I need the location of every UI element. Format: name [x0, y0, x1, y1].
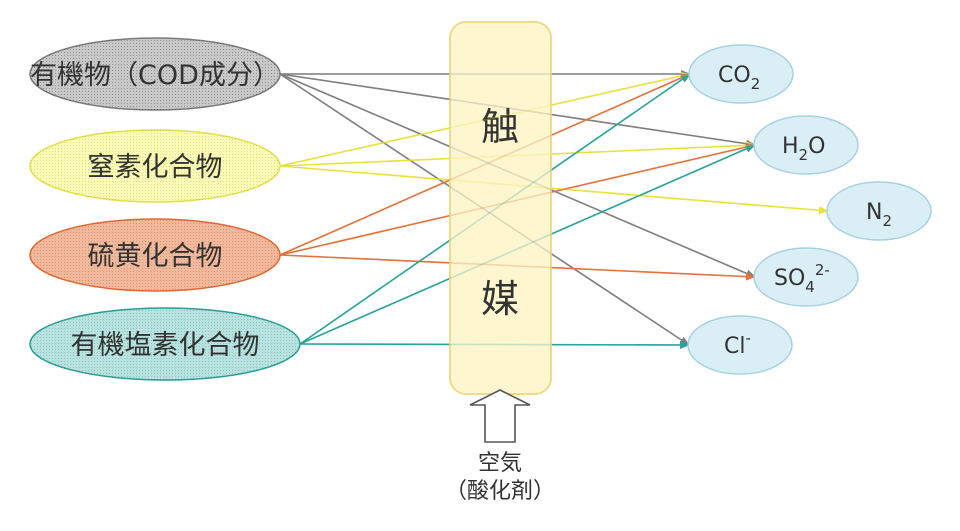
reactant-chlorine-label: 有機塩素化合物 — [71, 330, 260, 361]
air-arrow-icon — [469, 389, 531, 443]
reactant-organic-label: 有機物（COD成分） — [30, 60, 280, 91]
reactant-organic: 有機物（COD成分） — [29, 37, 281, 111]
product-n2: N2 — [826, 181, 932, 241]
reactant-nitrogen-label: 窒素化合物 — [88, 152, 223, 183]
product-h2o: H2O — [753, 115, 859, 175]
product-co2: CO2 — [688, 44, 794, 104]
product-cl-ellipse — [687, 315, 793, 375]
product-group: CO2 H2O N2 SO42- Cl- — [687, 44, 932, 375]
reactant-sulfur: 硫黄化合物 — [29, 218, 281, 292]
reaction-line-overlay-chlorine-h2o — [299, 144, 756, 345]
oxidant-label: （酸化剤） — [445, 479, 555, 504]
product-n2-ellipse — [826, 181, 932, 241]
reaction-line-overlay-organic-cl — [279, 73, 690, 346]
reactant-group: 有機物（COD成分） 窒素化合物 硫黄化合物 有機塩素化合物 — [29, 37, 301, 381]
reaction-line-overlay-organic-so4 — [279, 73, 756, 278]
reactant-sulfur-label: 硫黄化合物 — [88, 241, 223, 272]
product-cl-label: Cl- — [724, 329, 751, 359]
reaction-line-overlay-chlorine-co2 — [299, 73, 691, 345]
air-label: 空気 — [478, 451, 522, 476]
catalyst-box — [449, 21, 552, 395]
catalyst-char-1: 触 — [481, 105, 519, 149]
reactant-chlorine: 有機塩素化合物 — [29, 307, 301, 381]
reaction-line-nitrogen-n2 — [279, 165, 829, 215]
reaction-line-overlay-sulfur-so4 — [279, 254, 756, 278]
product-co2-label: CO2 — [718, 63, 760, 93]
product-so4-label: SO42- — [774, 261, 830, 296]
catalyst-char-2: 媒 — [481, 277, 519, 321]
product-so4: SO42- — [753, 247, 859, 307]
reaction-line-overlay-nitrogen-h2o — [279, 144, 756, 167]
product-so4-ellipse — [753, 247, 859, 307]
product-h2o-ellipse — [753, 115, 859, 175]
product-n2-label: N2 — [866, 200, 892, 230]
product-cl: Cl- — [687, 315, 793, 375]
reaction-line-overlay-sulfur-h2o — [279, 144, 756, 256]
reaction-line-overlay-chlorine-cl — [299, 343, 690, 346]
product-co2-ellipse — [688, 44, 794, 104]
reaction-line-overlay-nitrogen-co2 — [279, 73, 691, 167]
reaction-lines-overlay — [279, 73, 829, 346]
product-h2o-label: H2O — [782, 134, 825, 164]
reaction-line-overlay-nitrogen-n2 — [279, 165, 829, 212]
reaction-line-overlay-sulfur-co2 — [279, 73, 691, 256]
reaction-line-overlay-organic-h2o — [279, 73, 756, 146]
reactant-nitrogen: 窒素化合物 — [29, 129, 281, 203]
